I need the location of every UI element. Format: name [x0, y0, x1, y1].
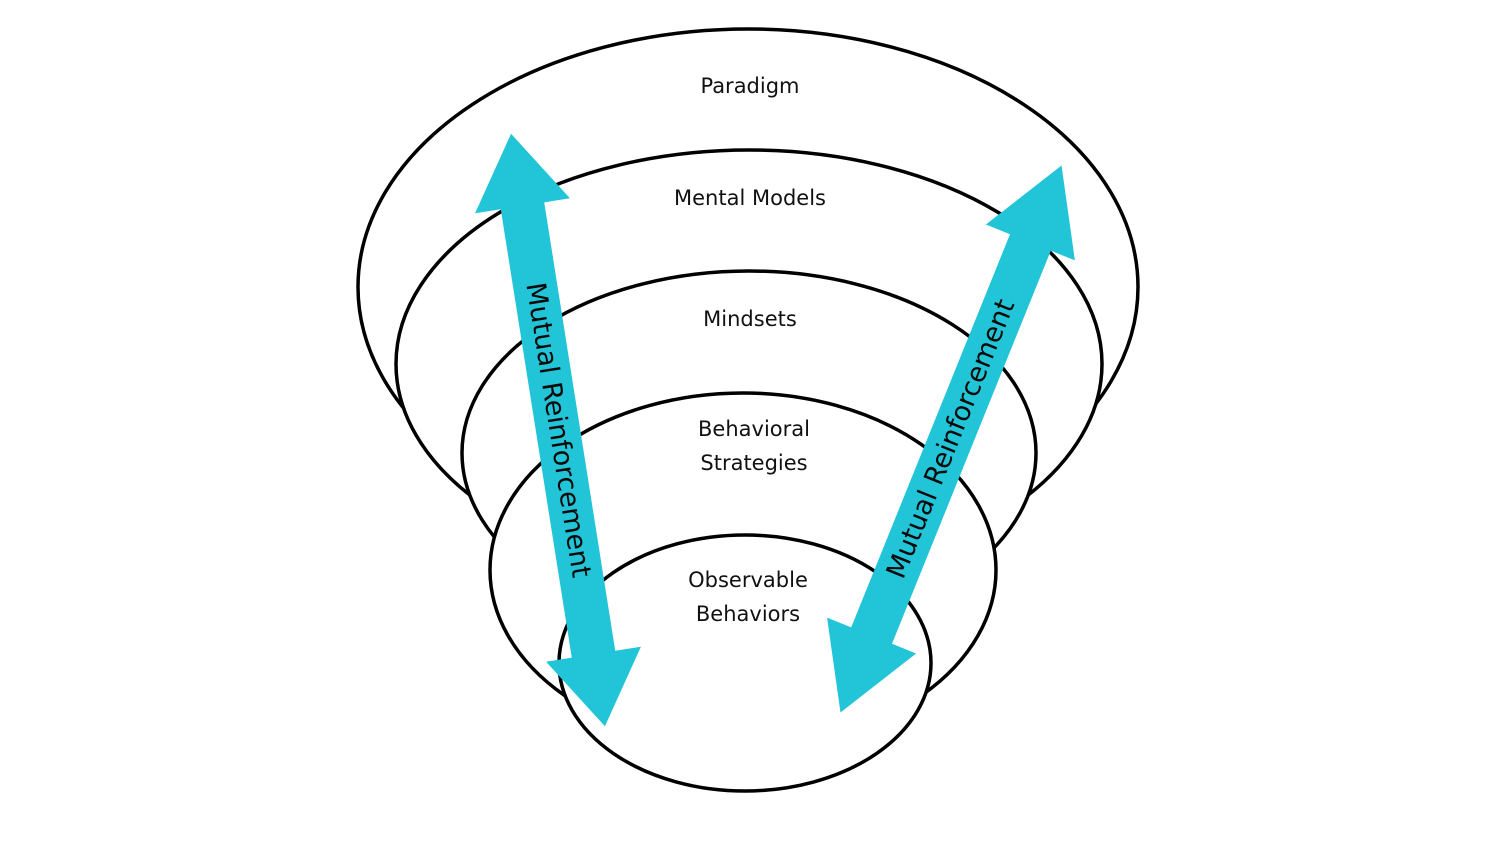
label-mental-models: Mental Models — [674, 186, 826, 210]
double-arrow-right-icon — [827, 165, 1075, 713]
label-line: Mental Models — [674, 186, 826, 210]
layer-labels: Paradigm Mental Models Mindsets Behavior… — [674, 74, 826, 626]
label-line: Observable — [688, 568, 808, 592]
label-line: Paradigm — [700, 74, 799, 98]
double-arrow-left-icon — [475, 133, 641, 727]
label-line: Behavioral — [698, 417, 810, 441]
label-line: Behaviors — [696, 602, 800, 626]
layer-rings — [356, 27, 1140, 793]
label-line: Mindsets — [703, 307, 797, 331]
label-mindsets: Mindsets — [703, 307, 797, 331]
label-line: Strategies — [700, 451, 807, 475]
label-paradigm: Paradigm — [700, 74, 799, 98]
